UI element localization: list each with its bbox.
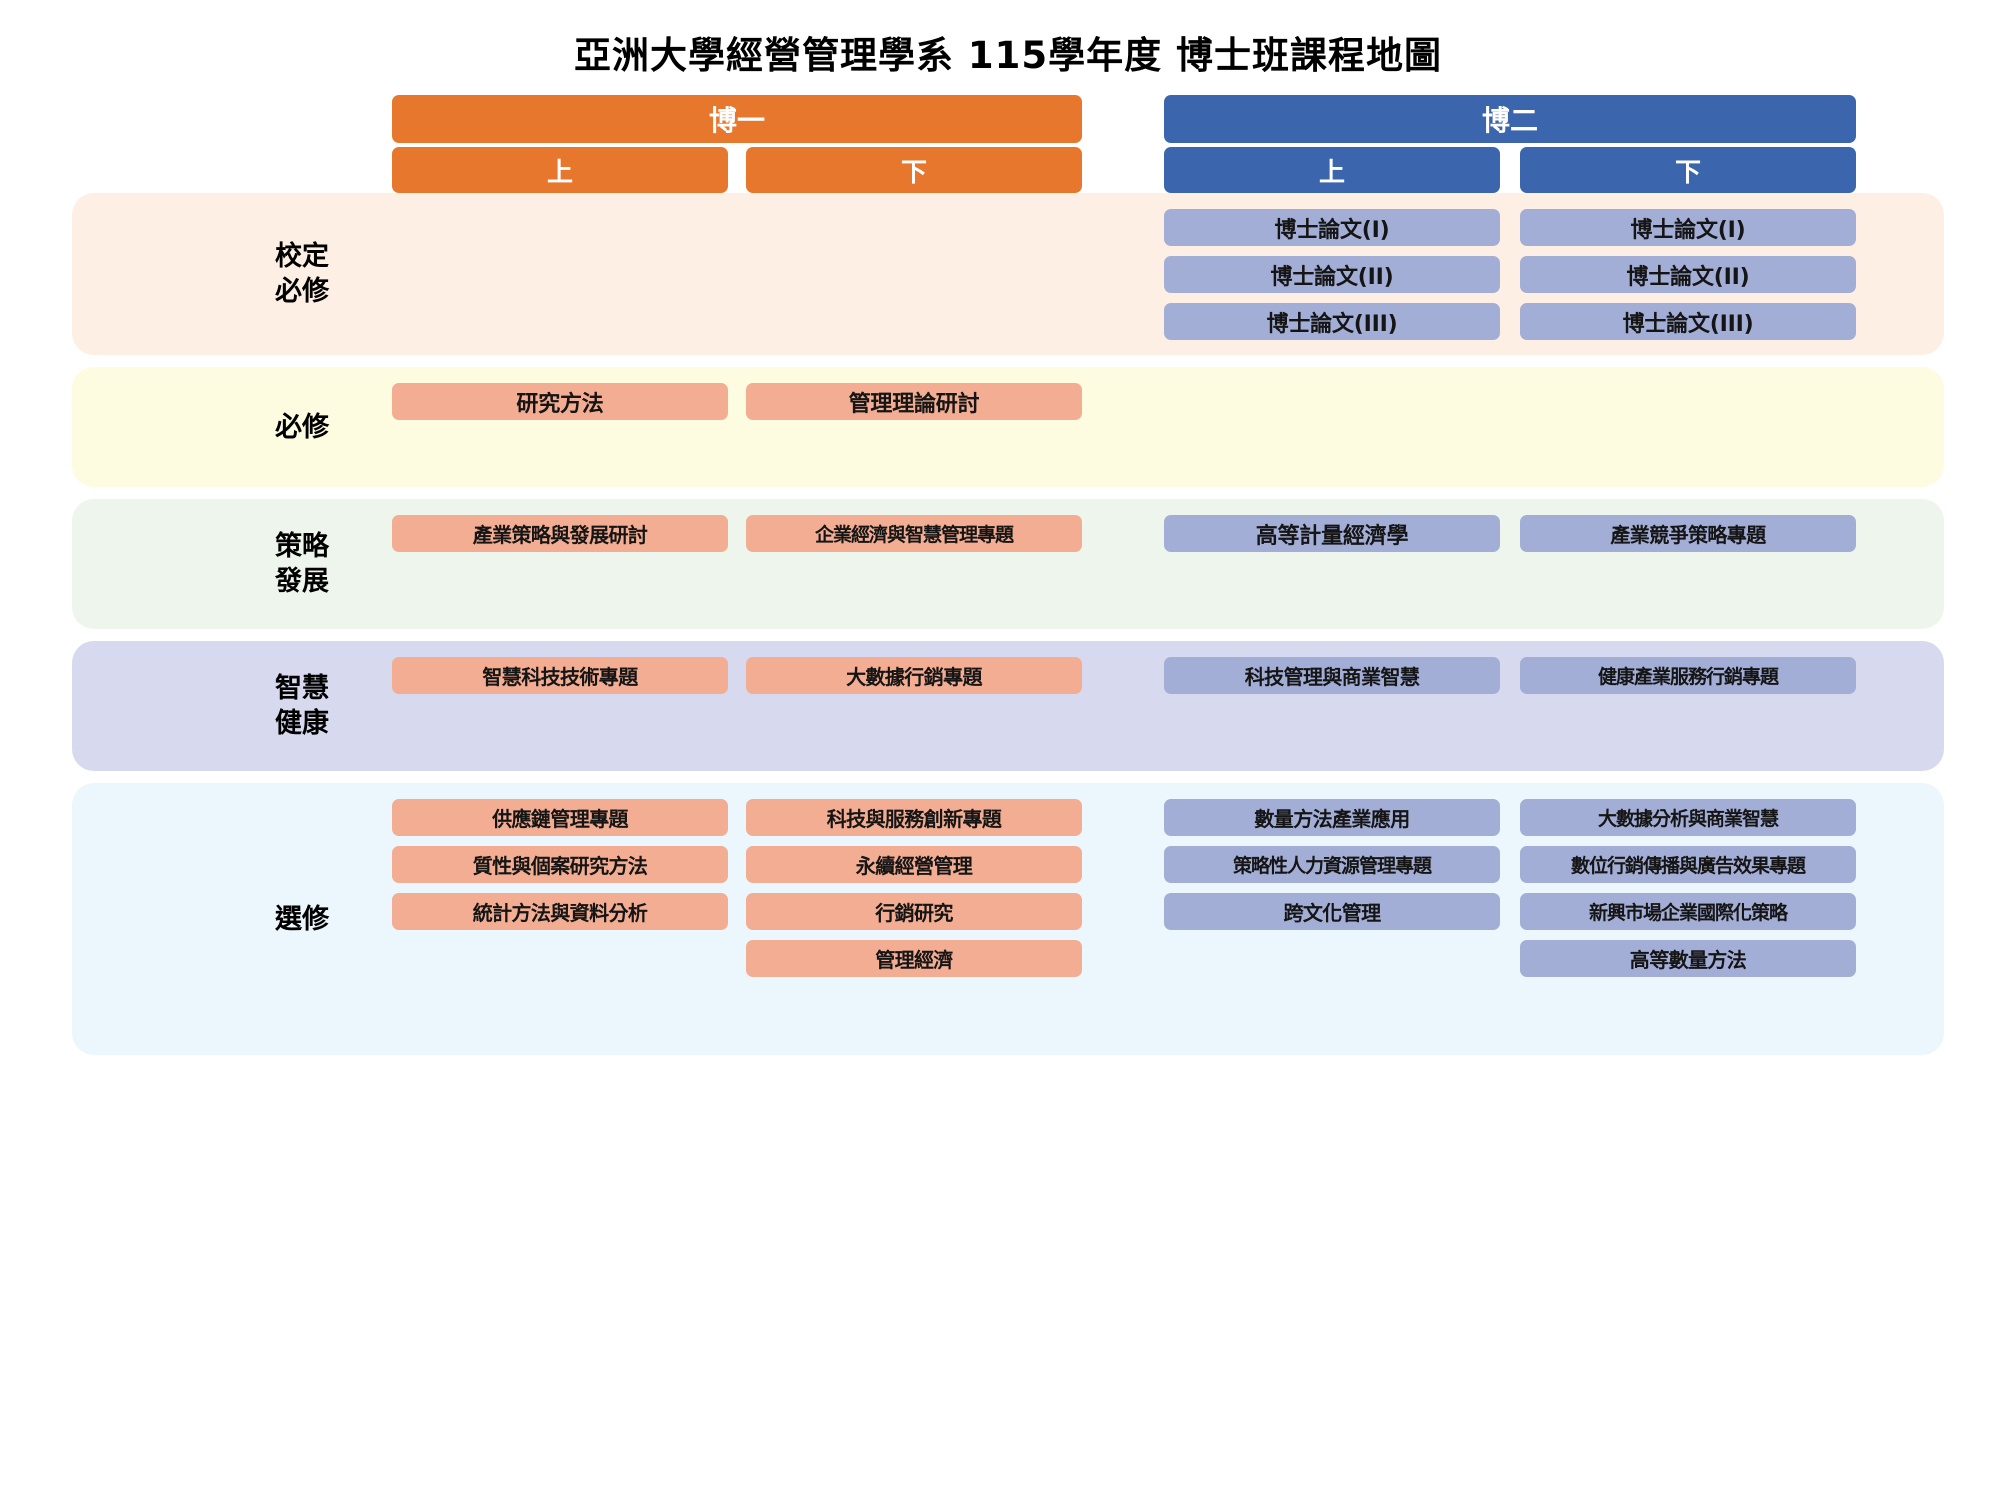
course-item[interactable]: 新興市場企業國際化策略 [1520, 893, 1856, 931]
band-columns: 供應鏈管理專題 質性與個案研究方法 統計方法與資料分析 科技與服務創新專題 永續… [72, 783, 1944, 1055]
column-y1-spring: 大數據行銷專題 [746, 657, 1082, 695]
column-y2-fall: 數量方法產業應用 策略性人力資源管理專題 跨文化管理 [1164, 799, 1500, 931]
course-item[interactable]: 大數據分析與商業智慧 [1520, 799, 1856, 837]
year-header-2[interactable]: 博二 [1164, 95, 1856, 144]
semester-header-y1-spring[interactable]: 下 [746, 147, 1082, 194]
column-y1-fall: 智慧科技技術專題 [392, 657, 728, 695]
course-item[interactable]: 科技與服務創新專題 [746, 799, 1082, 837]
course-item[interactable]: 研究方法 [392, 383, 728, 421]
band-columns: 博士論文(I) 博士論文(II) 博士論文(III) 博士論文(I) 博士論文(… [72, 193, 1944, 355]
semester-header-y1-fall[interactable]: 上 [392, 147, 728, 194]
column-y1-spring: 管理理論研討 [746, 383, 1082, 421]
column-y2-spring: 博士論文(I) 博士論文(II) 博士論文(III) [1520, 209, 1856, 341]
course-item[interactable]: 高等數量方法 [1520, 940, 1856, 978]
column-y2-spring: 產業競爭策略專題 [1520, 515, 1856, 553]
semester-header-y2-fall[interactable]: 上 [1164, 147, 1500, 194]
course-item[interactable]: 高等計量經濟學 [1164, 515, 1500, 553]
column-y1-spring: 企業經濟與智慧管理專題 [746, 515, 1082, 553]
column-y1-fall: 研究方法 [392, 383, 728, 421]
band-strategy-development: 策略 發展 產業策略與發展研討 企業經濟與智慧管理專題 高等計量經濟學 產業競爭… [72, 499, 1944, 630]
course-item[interactable]: 行銷研究 [746, 893, 1082, 931]
semester-header-y2-spring[interactable]: 下 [1520, 147, 1856, 194]
column-y1-fall: 供應鏈管理專題 質性與個案研究方法 統計方法與資料分析 [392, 799, 728, 931]
course-item[interactable]: 跨文化管理 [1164, 893, 1500, 931]
course-item[interactable]: 博士論文(I) [1520, 209, 1856, 247]
course-item[interactable]: 管理經濟 [746, 940, 1082, 978]
course-item[interactable]: 智慧科技技術專題 [392, 657, 728, 695]
course-item[interactable]: 策略性人力資源管理專題 [1164, 846, 1500, 884]
column-y2-spring: 大數據分析與商業智慧 數位行銷傳播與廣告效果專題 新興市場企業國際化策略 高等數… [1520, 799, 1856, 978]
band-department-required: 必修 研究方法 管理理論研討 [72, 367, 1944, 488]
year-row: 博一 博二 [72, 95, 1944, 144]
column-y2-spring: 健康產業服務行銷專題 [1520, 657, 1856, 695]
band-columns: 產業策略與發展研討 企業經濟與智慧管理專題 高等計量經濟學 產業競爭策略專題 [72, 499, 1944, 629]
column-y1-fall: 產業策略與發展研討 [392, 515, 728, 553]
course-item[interactable]: 統計方法與資料分析 [392, 893, 728, 931]
band-columns: 智慧科技技術專題 大數據行銷專題 科技管理與商業智慧 健康產業服務行銷專題 [72, 641, 1944, 771]
band-university-required: 校定 必修 博士論文(I) 博士論文(II) 博士論文(III) 博士論文(I)… [72, 193, 1944, 356]
course-item[interactable]: 永續經營管理 [746, 846, 1082, 884]
course-item[interactable]: 博士論文(I) [1164, 209, 1500, 247]
course-item[interactable]: 健康產業服務行銷專題 [1520, 657, 1856, 695]
course-item[interactable]: 科技管理與商業智慧 [1164, 657, 1500, 695]
course-item[interactable]: 質性與個案研究方法 [392, 846, 728, 884]
course-item[interactable]: 數量方法產業應用 [1164, 799, 1500, 837]
course-item[interactable]: 博士論文(III) [1164, 303, 1500, 341]
page-title: 亞洲大學經營管理學系 115學年度 博士班課程地圖 [574, 34, 1442, 77]
column-y1-spring: 科技與服務創新專題 永續經營管理 行銷研究 管理經濟 [746, 799, 1082, 978]
column-y2-fall: 博士論文(I) 博士論文(II) 博士論文(III) [1164, 209, 1500, 341]
band-columns: 研究方法 管理理論研討 [72, 367, 1944, 487]
year-semester-header: 博一 博二 上 下 上 下 [72, 95, 1944, 194]
course-item[interactable]: 博士論文(II) [1520, 256, 1856, 294]
column-y2-fall: 高等計量經濟學 [1164, 515, 1500, 553]
course-item[interactable]: 企業經濟與智慧管理專題 [746, 515, 1082, 553]
band-smart-health: 智慧 健康 智慧科技技術專題 大數據行銷專題 科技管理與商業智慧 健康產業服務行… [72, 641, 1944, 772]
course-item[interactable]: 博士論文(III) [1520, 303, 1856, 341]
column-y2-fall: 科技管理與商業智慧 [1164, 657, 1500, 695]
course-item[interactable]: 管理理論研討 [746, 383, 1082, 421]
map-body: 博一 博二 上 下 上 下 校定 必修 博士論文(I) 博士論文(II) 博士論… [0, 95, 2016, 1056]
year-header-1[interactable]: 博一 [392, 95, 1082, 144]
course-item[interactable]: 博士論文(II) [1164, 256, 1500, 294]
band-elective: 選修 供應鏈管理專題 質性與個案研究方法 統計方法與資料分析 科技與服務創新專題… [72, 783, 1944, 1056]
semester-row: 上 下 上 下 [72, 147, 1944, 194]
course-item[interactable]: 供應鏈管理專題 [392, 799, 728, 837]
course-item[interactable]: 產業競爭策略專題 [1520, 515, 1856, 553]
course-item[interactable]: 大數據行銷專題 [746, 657, 1082, 695]
course-item[interactable]: 數位行銷傳播與廣告效果專題 [1520, 846, 1856, 884]
course-item[interactable]: 產業策略與發展研討 [392, 515, 728, 553]
